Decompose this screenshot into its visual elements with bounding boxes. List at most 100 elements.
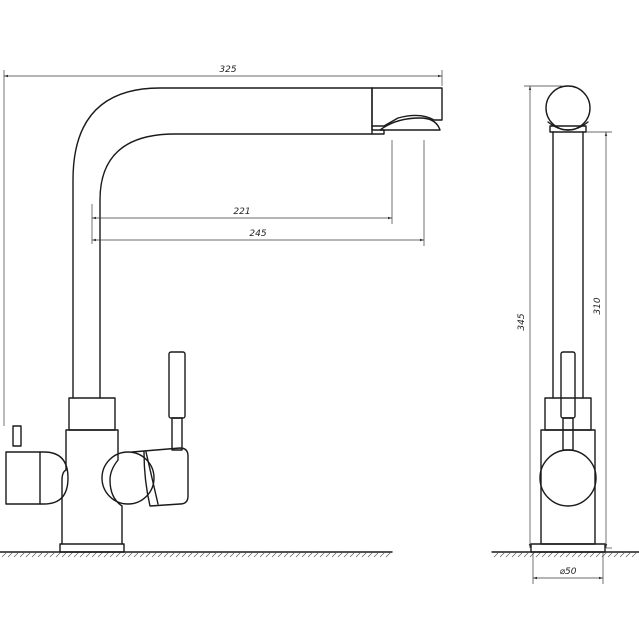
- front-lever: [168, 351, 186, 451]
- ground-hatch-line: [157, 551, 164, 558]
- ground-hatch-line: [343, 551, 350, 558]
- ground-hatch-line: [181, 551, 188, 558]
- ground-hatch-line: [169, 551, 176, 558]
- dim-spout-reach-outer: 245: [92, 140, 425, 246]
- ground-hatch-line: [541, 551, 548, 558]
- ground-hatch-line: [19, 551, 26, 558]
- ground-hatch-line: [595, 551, 602, 558]
- front-spout-nozzle: [371, 87, 443, 127]
- ground-hatch-line: [631, 551, 638, 558]
- ground-hatch-line: [625, 551, 632, 558]
- ground-hatch-line: [361, 551, 368, 558]
- ground-hatch-line: [7, 551, 14, 558]
- ground-hatch-line: [259, 551, 266, 558]
- dim-spout-reach-outer-label: 245: [249, 229, 266, 239]
- front-left-handle: [5, 425, 69, 505]
- ground-hatch-line: [499, 551, 506, 558]
- dim-spout-reach-inner: 221: [91, 140, 393, 244]
- ground-hatch-line: [187, 551, 194, 558]
- side-view: 345 310 ⌀50: [491, 85, 639, 584]
- front-collar: [68, 397, 116, 431]
- ground-hatch-line: [13, 551, 20, 558]
- ground-hatch-line: [619, 551, 626, 558]
- ground-hatch-line: [553, 551, 560, 558]
- ground-hatch-line: [85, 551, 92, 558]
- ground-hatch-line: [571, 551, 578, 558]
- ground-hatch-line: [577, 551, 584, 558]
- ground-hatch-line: [241, 551, 248, 558]
- ground-hatch-line: [313, 551, 320, 558]
- ground-hatch-line: [31, 551, 38, 558]
- side-base-plate: [530, 543, 606, 553]
- dim-diameter: ⌀50: [532, 552, 604, 584]
- ground-hatch-line: [493, 551, 500, 558]
- ground-hatch-line: [199, 551, 206, 558]
- dim-height-spout-label: 310: [593, 297, 603, 314]
- ground-hatch-line: [211, 551, 218, 558]
- ground-hatch-line: [283, 551, 290, 558]
- ground-hatch-line: [295, 551, 302, 558]
- ground-hatch-line: [79, 551, 86, 558]
- ground-hatch-line: [511, 551, 518, 558]
- dim-spout-reach-inner-label: 221: [233, 207, 250, 217]
- ground-hatch-line: [253, 551, 260, 558]
- side-lever: [560, 351, 576, 451]
- side-ground: [491, 551, 639, 558]
- dim-overall-width-label: 325: [219, 65, 236, 75]
- front-spout: [72, 87, 385, 399]
- ground-hatch-line: [61, 551, 68, 558]
- ground-hatch-line: [337, 551, 344, 558]
- ground-hatch-line: [607, 551, 614, 558]
- ground-hatch-line: [49, 551, 56, 558]
- dim-height-spout: 310: [586, 131, 612, 549]
- ground-hatch-line: [193, 551, 200, 558]
- ground-hatch-line: [151, 551, 158, 558]
- side-body: [540, 429, 596, 545]
- ground-hatch-line: [319, 551, 326, 558]
- ground-hatch-line: [547, 551, 554, 558]
- ground-hatch-line: [247, 551, 254, 558]
- ground-hatch-line: [349, 551, 356, 558]
- ground-hatch-line: [271, 551, 278, 558]
- ground-hatch-line: [127, 551, 134, 558]
- ground-hatch-line: [523, 551, 530, 558]
- ground-hatch-line: [277, 551, 284, 558]
- side-cartridge: [539, 449, 597, 507]
- dim-overall-width: 325: [3, 65, 443, 426]
- ground-hatch-line: [517, 551, 524, 558]
- ground-hatch-line: [37, 551, 44, 558]
- ground-hatch-line: [145, 551, 152, 558]
- ground-hatch-line: [589, 551, 596, 558]
- ground-hatch-line: [97, 551, 104, 558]
- side-column: [552, 131, 584, 399]
- ground-hatch-line: [301, 551, 308, 558]
- ground-hatch-line: [529, 551, 536, 558]
- front-body: [61, 429, 123, 545]
- ground-hatch-line: [367, 551, 374, 558]
- ground-hatch-line: [235, 551, 242, 558]
- front-view: 325 221 245: [0, 65, 443, 558]
- ground-hatch-line: [505, 551, 512, 558]
- ground-hatch-line: [559, 551, 566, 558]
- dim-diameter-label: ⌀50: [560, 567, 577, 577]
- ground-hatch-line: [385, 551, 392, 558]
- ground-hatch-line: [55, 551, 62, 558]
- ground-hatch-line: [43, 551, 50, 558]
- ground-hatch-line: [67, 551, 74, 558]
- ground-hatch-line: [139, 551, 146, 558]
- ground-hatch-line: [103, 551, 110, 558]
- front-base-plate: [59, 543, 125, 553]
- ground-hatch-line: [205, 551, 212, 558]
- side-collar: [544, 397, 592, 431]
- ground-hatch-line: [25, 551, 32, 558]
- ground-hatch-line: [217, 551, 224, 558]
- ground-hatch-line: [565, 551, 572, 558]
- ground-hatch-line: [583, 551, 590, 558]
- ground-hatch-line: [121, 551, 128, 558]
- ground-hatch-line: [229, 551, 236, 558]
- ground-hatch-line: [325, 551, 332, 558]
- ground-hatch-line: [289, 551, 296, 558]
- ground-hatch-line: [163, 551, 170, 558]
- ground-hatch-line: [115, 551, 122, 558]
